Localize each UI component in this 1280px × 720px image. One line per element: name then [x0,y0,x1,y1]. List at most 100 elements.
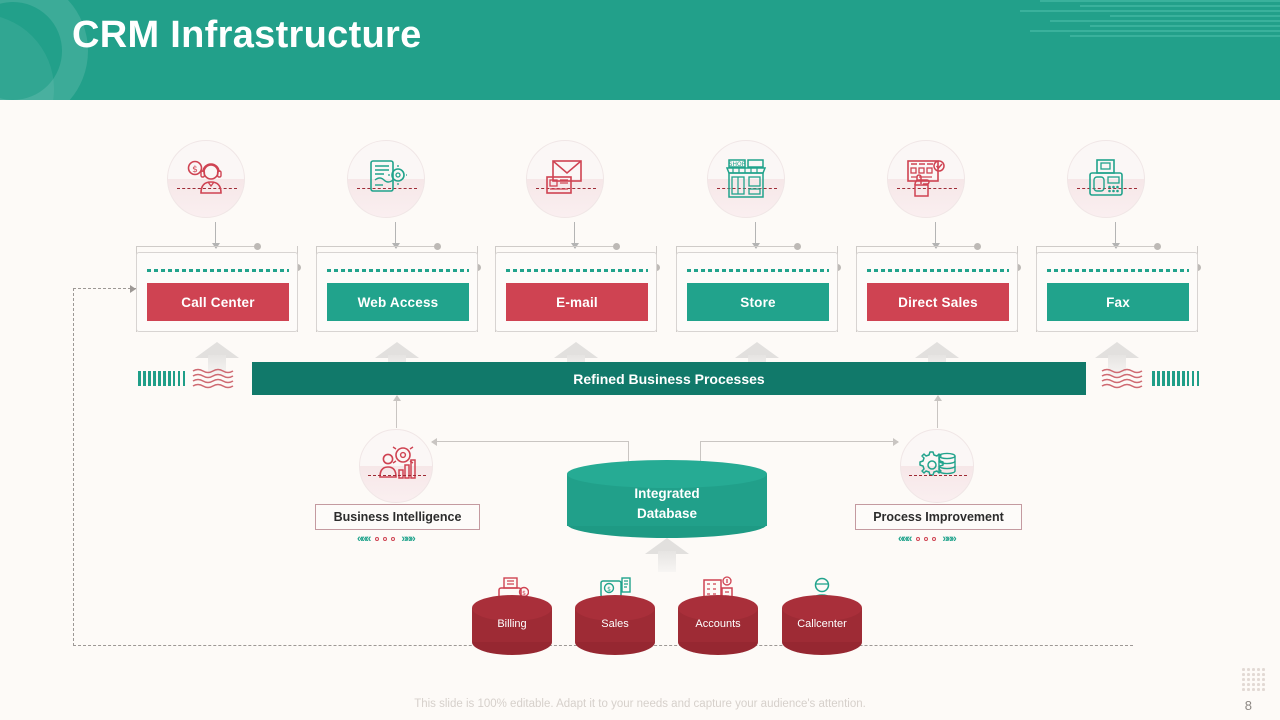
chevron-right-icon: »»» [401,533,415,545]
source-top-ellipse [575,595,655,621]
source-top-ellipse [782,595,862,621]
card-dotted-line [687,269,829,272]
card-dotted-line [147,269,289,272]
card-hook-dot [1154,243,1161,250]
card-hook-dot [434,243,441,250]
badge-baseline [1077,188,1137,189]
channel-badge [347,140,425,218]
badge-baseline [717,188,777,189]
left-waves-icon [192,367,236,389]
envelope-mail-icon [543,159,587,199]
card-hook-dot [974,243,981,250]
channel-badge [526,140,604,218]
source-label: Billing [497,618,527,630]
feedback-loop-arrowhead [130,285,136,293]
web-document-icon [365,158,407,200]
svg-text:$: $ [192,165,198,175]
card-dotted-line [1047,269,1189,272]
badge-baseline [357,188,417,189]
bar-to-bi-arrow [392,395,401,428]
card-hook-line [316,246,438,247]
right-bars-icon [1152,370,1200,386]
pi-chevron-decoration: ««« »»» [898,533,957,545]
badge-baseline [368,475,426,476]
source-top-ellipse [472,595,552,621]
node-business-intelligence[interactable]: Business Intelligence [315,504,480,530]
db-label: Integrated Database [567,484,767,524]
dots-icon [375,537,396,541]
card-dotted-line [327,269,469,272]
page-number: 8 [1244,698,1252,713]
card-dotted-line [867,269,1009,272]
card-hook-line [676,246,798,247]
card-hook-line [136,246,258,247]
badge-to-card-arrow [211,222,220,249]
channel-label[interactable]: Fax [1047,283,1189,321]
left-bars-icon [138,370,186,386]
channel-card[interactable]: Fax [1036,252,1198,332]
channel-label[interactable]: Call Center [147,283,289,321]
channel-card[interactable]: E-mail [495,252,657,332]
node-process-improvement[interactable]: Process Improvement [855,504,1022,530]
hand-checklist-icon [904,158,948,200]
badge-baseline [177,188,237,189]
channel-label[interactable]: Direct Sales [867,283,1009,321]
db-to-pi-horizontal [700,437,899,446]
slide-header: CRM Infrastructure [0,0,1280,100]
right-decoration [1101,362,1200,394]
channel-label[interactable]: Store [687,283,829,321]
db-to-bi-horizontal [431,437,629,446]
sources-to-db-arrow [645,538,689,572]
db-top-ellipse [567,460,767,488]
card-hook-dot [794,243,801,250]
badge-to-card-arrow [931,222,940,249]
right-waves-icon [1101,367,1145,389]
bi-chevron-decoration: ««« »»» [357,533,416,545]
fax-machine-icon [1085,158,1127,200]
channel-badge: $ [167,140,245,218]
refined-business-processes-bar: Refined Business Processes [252,362,1086,395]
badge-baseline [897,188,957,189]
db-label-line1: Integrated [634,486,700,501]
integrated-database-cylinder[interactable]: Integrated Database [567,460,767,538]
card-hook-dot [613,243,620,250]
card-hook-dot [254,243,261,250]
channel-card[interactable]: Store [676,252,838,332]
source-top-ellipse [678,595,758,621]
channel-badge [887,140,965,218]
left-decoration [138,362,236,394]
svg-text:$: $ [522,590,526,597]
channel-card[interactable]: Web Access [316,252,478,332]
source-label: Sales [601,618,629,630]
headset-agent-icon: $ [184,159,228,199]
channel-badge: SHOP [707,140,785,218]
gears-settings-icon [919,451,956,476]
badge-to-card-arrow [391,222,400,249]
badge-to-card-arrow [1111,222,1120,249]
channel-label[interactable]: Web Access [327,283,469,321]
card-hook-line [495,246,617,247]
svg-text:SHOP: SHOP [729,161,746,168]
card-hook-line [856,246,978,247]
chevron-left-icon: ««« [357,533,371,545]
db-to-bi-vertical [628,441,629,473]
feedback-loop-head [73,288,136,289]
channel-card[interactable]: Call Center [136,252,298,332]
page-title: CRM Infrastructure [72,14,422,56]
badge-baseline [909,475,967,476]
shop-store-icon: SHOP [724,158,768,200]
channel-badge [1067,140,1145,218]
dots-icon [916,537,937,541]
badge-to-card-arrow [570,222,579,249]
editable-note: This slide is 100% editable. Adapt it to… [414,698,866,710]
channel-label[interactable]: E-mail [506,283,648,321]
chevron-left-icon: ««« [898,533,912,545]
card-dotted-line [506,269,648,272]
svg-text:$: $ [607,586,611,593]
header-stripes-decoration [1000,0,1280,42]
badge-to-card-arrow [751,222,760,249]
chevron-right-icon: »»» [942,533,956,545]
process-improvement-badge [900,429,974,503]
diagram-canvas: $ Call Center Web Access E-mail SHOP Store Dir… [0,100,1280,720]
channel-card[interactable]: Direct Sales [856,252,1018,332]
